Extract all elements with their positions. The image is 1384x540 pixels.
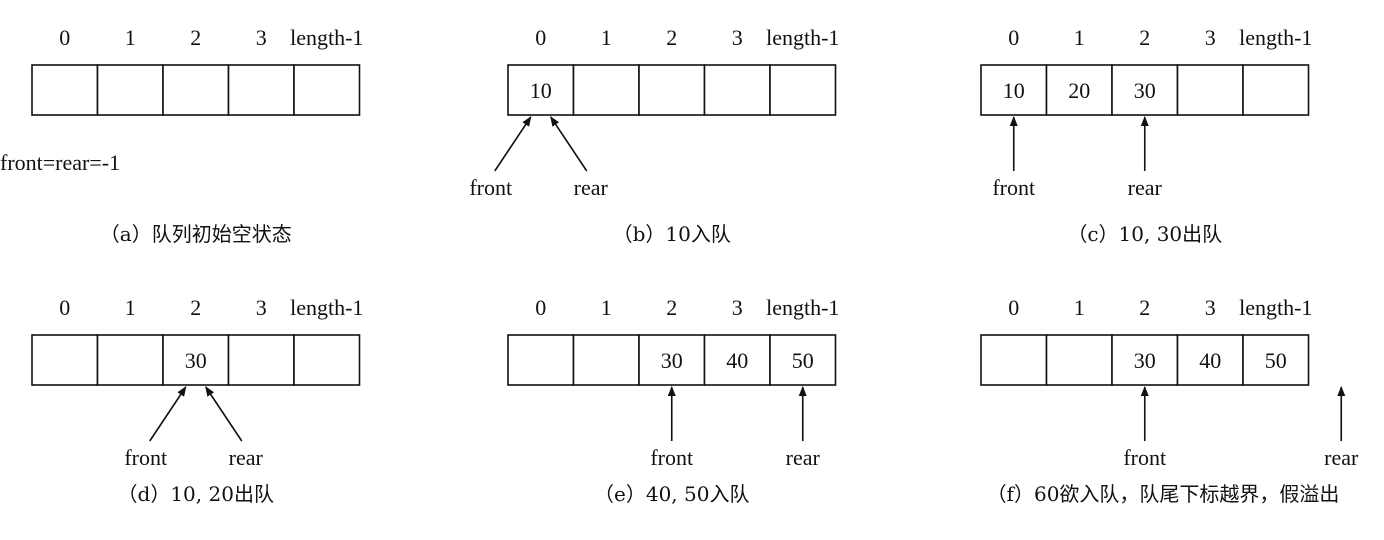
panel-c: 0 1 2 3 length-1 10 20 30 front rear （c）10, 30出队 xyxy=(980,25,1312,246)
queue-cell xyxy=(769,334,837,386)
queue-cell xyxy=(1242,334,1310,386)
queue-cell xyxy=(1045,64,1113,116)
queue-cell xyxy=(1176,64,1244,116)
queue-cell xyxy=(703,64,771,116)
index-label: length-1 xyxy=(766,295,839,320)
panel-d: 0 1 2 3 length-1 30 front rear （d）10, 20出队 xyxy=(31,295,363,506)
front-arrow xyxy=(149,386,187,442)
index-label: 0 xyxy=(535,25,546,50)
panel-caption: （a）队列初始空状态 xyxy=(100,222,292,246)
index-label: 1 xyxy=(601,25,612,50)
index-label: 3 xyxy=(1205,295,1216,320)
index-label: 0 xyxy=(535,295,546,320)
index-label: 2 xyxy=(1139,295,1150,320)
cell-value: 10 xyxy=(530,78,552,103)
rear-label: rear xyxy=(786,445,821,470)
cell-value: 30 xyxy=(1134,78,1156,103)
cell-value: 40 xyxy=(726,348,748,373)
index-label: 1 xyxy=(1074,25,1085,50)
index-label: length-1 xyxy=(1239,295,1312,320)
front-label: front xyxy=(650,445,693,470)
index-label: 3 xyxy=(256,25,267,50)
index-label: 2 xyxy=(190,25,201,50)
panel-caption: （f）60欲入队，队尾下标越界，假溢出 xyxy=(987,482,1340,506)
queue-cell xyxy=(507,64,575,116)
index-label: length-1 xyxy=(1239,25,1312,50)
panel-caption: （d）10, 20出队 xyxy=(118,482,274,506)
panel-f: 0 1 2 3 length-1 30 40 50 front rear （f）60欲入队，队尾下标… xyxy=(980,295,1359,506)
rear-label: rear xyxy=(1324,445,1359,470)
rear-label: rear xyxy=(1128,175,1163,200)
rear-arrow xyxy=(205,386,243,442)
queue-cell xyxy=(293,64,361,116)
queue-cell xyxy=(31,64,99,116)
queue-cell xyxy=(980,334,1048,386)
state-note: front=rear=-1 xyxy=(0,150,120,175)
index-label: 3 xyxy=(1205,25,1216,50)
index-label: length-1 xyxy=(290,295,363,320)
index-label: 1 xyxy=(125,25,136,50)
index-label: length-1 xyxy=(290,25,363,50)
index-label: 1 xyxy=(601,295,612,320)
queue-cell xyxy=(1242,64,1310,116)
cell-value: 50 xyxy=(792,348,814,373)
queue-cell xyxy=(96,334,164,386)
front-label: front xyxy=(124,445,167,470)
index-label: 2 xyxy=(1139,25,1150,50)
rear-arrow xyxy=(550,116,588,172)
queue-cell xyxy=(227,64,295,116)
cell-value: 20 xyxy=(1068,78,1090,103)
cell-value: 50 xyxy=(1265,348,1287,373)
queue-cell xyxy=(769,64,837,116)
queue-cell xyxy=(572,334,640,386)
front-label: front xyxy=(992,175,1035,200)
queue-cell xyxy=(96,64,164,116)
queue-cell xyxy=(1045,334,1113,386)
index-label: 3 xyxy=(256,295,267,320)
queue-cell xyxy=(980,64,1048,116)
queue-cell xyxy=(638,334,706,386)
panel-e: 0 1 2 3 length-1 30 40 50 front rear （e）40, 50入队 xyxy=(507,295,839,506)
queue-cell xyxy=(572,64,640,116)
index-label: 2 xyxy=(666,25,677,50)
index-label: 1 xyxy=(1074,295,1085,320)
queue-cell xyxy=(31,334,99,386)
front-label: front xyxy=(469,175,512,200)
index-label: length-1 xyxy=(766,25,839,50)
cell-value: 30 xyxy=(1134,348,1156,373)
rear-label: rear xyxy=(229,445,264,470)
queue-cell xyxy=(293,334,361,386)
cell-value: 40 xyxy=(1199,348,1221,373)
cell-value: 30 xyxy=(185,348,207,373)
queue-cell xyxy=(227,334,295,386)
index-label: 1 xyxy=(125,295,136,320)
index-label: 0 xyxy=(59,295,70,320)
queue-cell xyxy=(162,64,230,116)
index-label: 2 xyxy=(190,295,201,320)
cell-value: 30 xyxy=(661,348,683,373)
index-label: 0 xyxy=(59,25,70,50)
front-label: front xyxy=(1123,445,1166,470)
queue-cell xyxy=(507,334,575,386)
panel-caption: （c）10, 30出队 xyxy=(1067,222,1222,246)
queue-cell xyxy=(638,64,706,116)
index-label: 0 xyxy=(1008,25,1019,50)
panel-a: 0 1 2 3 length-1 front=rear=-1 （a）队列初始空状态 xyxy=(0,25,363,246)
cell-value: 10 xyxy=(1003,78,1025,103)
panel-caption: （e）40, 50入队 xyxy=(594,482,749,506)
index-label: 3 xyxy=(732,295,743,320)
queue-cell xyxy=(1176,334,1244,386)
index-label: 0 xyxy=(1008,295,1019,320)
index-label: 2 xyxy=(666,295,677,320)
queue-cell xyxy=(703,334,771,386)
panel-b: 0 1 2 3 length-1 10 front rear（b）10入队 xyxy=(469,25,839,246)
index-label: 3 xyxy=(732,25,743,50)
front-arrow xyxy=(494,116,532,172)
panel-caption: （b）10入队 xyxy=(613,222,731,246)
rear-label: rear xyxy=(574,175,609,200)
